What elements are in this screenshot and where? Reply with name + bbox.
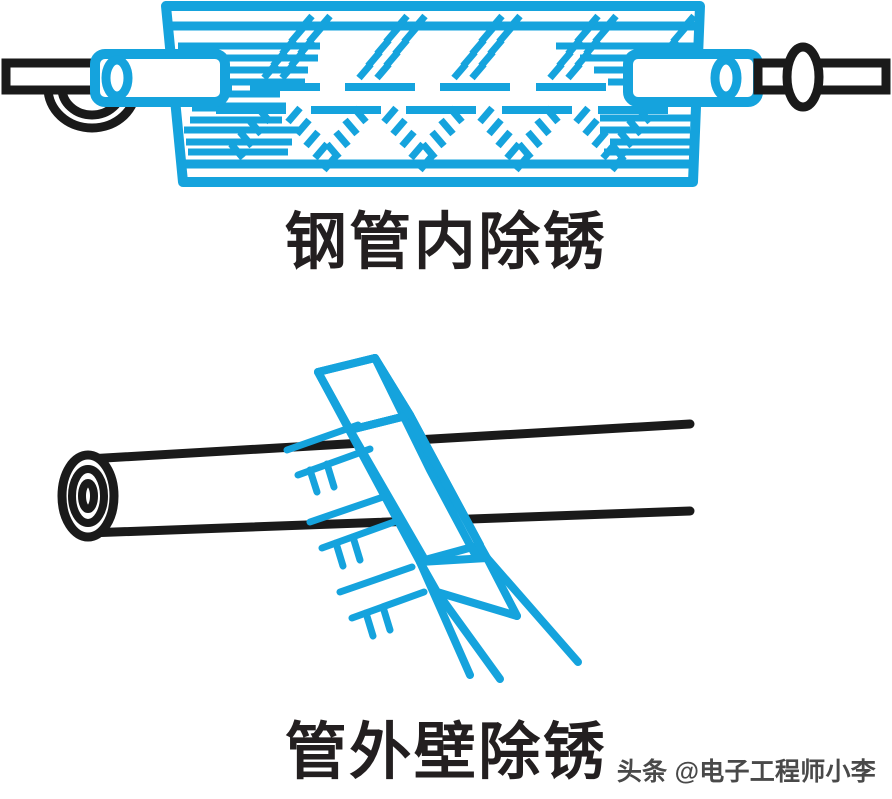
chevron-bristle-pattern-lower bbox=[228, 105, 653, 173]
pipe-open-end bbox=[57, 450, 119, 542]
shaft-ring-nut bbox=[782, 42, 824, 112]
panel-external-descaling bbox=[57, 354, 695, 683]
caption-internal-descaling: 钢管内除锈 bbox=[284, 209, 608, 277]
panel-internal-descaling bbox=[1, 1, 891, 187]
watermark-attribution: 头条 @电子工程师小李 bbox=[616, 758, 876, 786]
brush-bristle-tufts bbox=[283, 421, 428, 640]
left-bearing-collar bbox=[90, 49, 230, 107]
right-bearing-collar bbox=[623, 49, 763, 107]
brush-trailing-strands bbox=[416, 554, 582, 683]
caption-external-descaling: 管外壁除锈 bbox=[284, 719, 608, 787]
